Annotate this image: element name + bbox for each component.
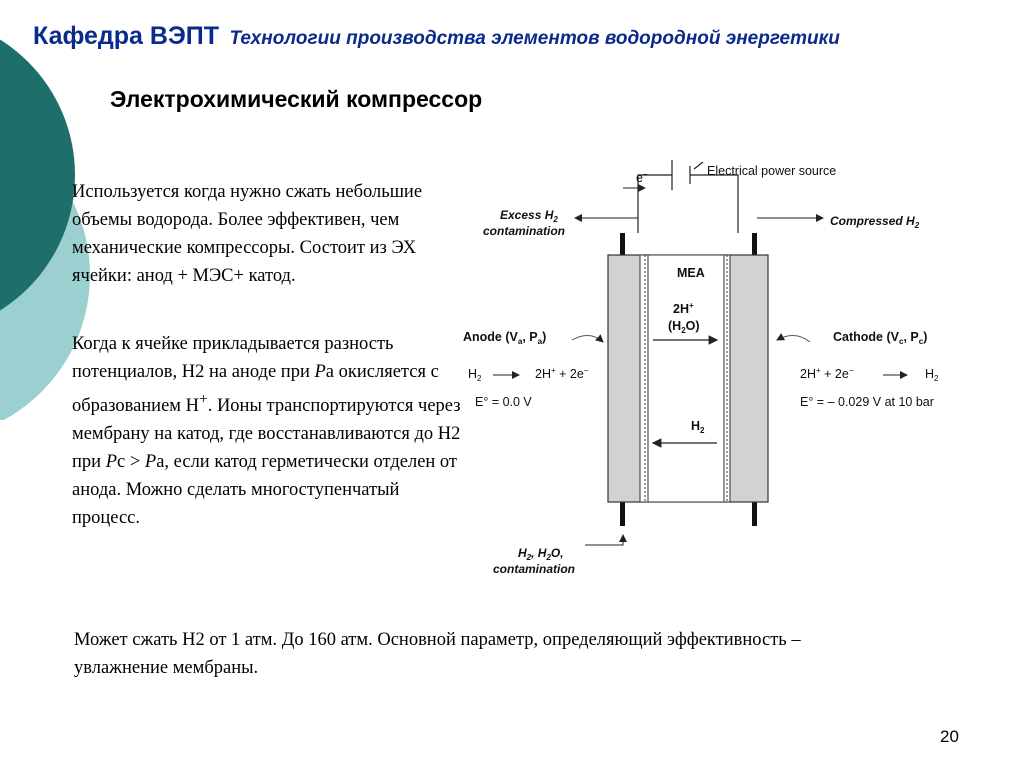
excess-h2-label: Excess H2 [500, 208, 558, 224]
course-name: Технологии производства элементов водоро… [229, 28, 840, 49]
cathode-label: Cathode (Vc, Pc) [833, 330, 927, 346]
anode-h2-label: H2 [468, 367, 482, 383]
anode-potential: E° = 0.0 V [475, 395, 532, 409]
cathode-terminal-top [752, 233, 757, 255]
p2-pressure-c: P [105, 452, 117, 473]
p2-text-5: а, если катод герметически отделен от ан… [72, 452, 458, 529]
paragraph-usage: Используется когда нужно сжать небольшие… [72, 182, 423, 286]
p2-pressure-a: P [314, 362, 326, 382]
feed-h2-label: H2, H2O, [518, 546, 564, 562]
h2-back-label: H2 [691, 419, 705, 435]
cathode-reaction-label: 2H+ + 2e− [800, 366, 854, 381]
paragraph-summary: Может сжать Н2 от 1 атм. До 160 атм. Осн… [74, 630, 801, 678]
cathode-h2-label: H2 [925, 367, 939, 383]
power-circuit [637, 160, 739, 233]
dark-circle [0, 39, 75, 311]
paragraph-process: Когда к ячейке прикладывается разность п… [72, 330, 462, 532]
anode-terminal-bottom [620, 502, 625, 526]
department-name: Кафедра ВЭПТ [33, 22, 219, 50]
p2-text-3: . Ионы транспортируются через мембрану н… [72, 396, 461, 473]
p2-sup-plus: + [198, 391, 208, 408]
electron-label: e− [636, 170, 648, 185]
anode-terminal-top [620, 233, 625, 255]
decorative-circles [0, 39, 90, 420]
p2-pressure-a2: P [144, 452, 157, 473]
slide-header: Кафедра ВЭПТ Технологии производства эле… [33, 22, 840, 51]
compressed-h2-label: Compressed H2 [830, 214, 920, 230]
anode-label: Anode (Va, Pa) [463, 330, 546, 346]
p2-text-2: а окисляется с образованием Н [72, 362, 439, 417]
p2-text-4: с > [117, 452, 145, 473]
mea-membrane [639, 254, 731, 503]
power-source-label: Electrical power source [707, 164, 836, 178]
feed-arrow [585, 534, 627, 546]
proton-label: 2H+ [673, 301, 694, 316]
feed-contamination-label: contamination [493, 562, 575, 576]
slide-title: Электрохимический компрессор [110, 86, 483, 112]
page-number: 20 [940, 727, 959, 746]
anode-reaction-label: 2H+ + 2e− [535, 366, 589, 381]
mea-label: MEA [677, 266, 705, 280]
excess-contamination-label: contamination [483, 224, 565, 238]
cathode-potential: E° = – 0.029 V at 10 bar [800, 395, 934, 409]
water-label: (H2O) [668, 319, 700, 335]
p2-text-1: Когда к ячейке прикладывается разность п… [72, 334, 394, 382]
compressor-diagram: e− Electrical power source Excess H2 con… [463, 160, 939, 576]
cathode-terminal-bottom [752, 502, 757, 526]
